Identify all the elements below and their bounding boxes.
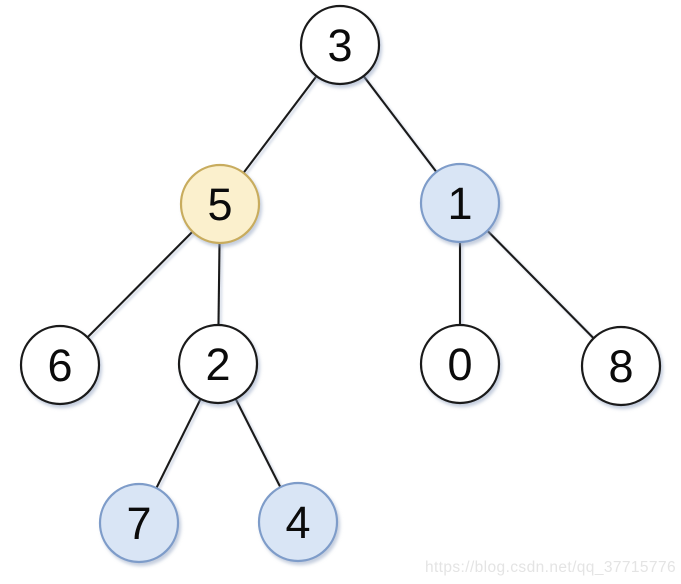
watermark-text: https://blog.csdn.net/qq_37715776: [424, 559, 676, 576]
tree-node-0: [419, 323, 501, 405]
tree-node-3: [299, 4, 381, 86]
tree-node-label-5: 5: [207, 179, 232, 230]
tree-node-label-4: 4: [285, 497, 310, 548]
tree-node-label-1: 1: [447, 178, 472, 229]
tree-edges-group: [59, 44, 622, 524]
tree-node-label-6: 6: [47, 340, 72, 391]
tree-node-8: [580, 325, 662, 407]
tree-node-6: [19, 324, 101, 406]
tree-node-label-2: 2: [205, 339, 230, 390]
tree-node-label-8: 8: [608, 341, 633, 392]
tree-node-label-7: 7: [126, 498, 151, 549]
tree-node-4: [257, 481, 339, 563]
tree-node-2: [177, 323, 259, 405]
tree-nodes-group: 3 5 1 6 2 0 8 7 4: [19, 4, 662, 564]
tree-node-1: [419, 162, 501, 244]
tree-node-5: [179, 163, 261, 245]
tree-node-label-0: 0: [447, 339, 472, 390]
tree-node-label-3: 3: [327, 20, 352, 71]
tree-node-7: [98, 482, 180, 564]
